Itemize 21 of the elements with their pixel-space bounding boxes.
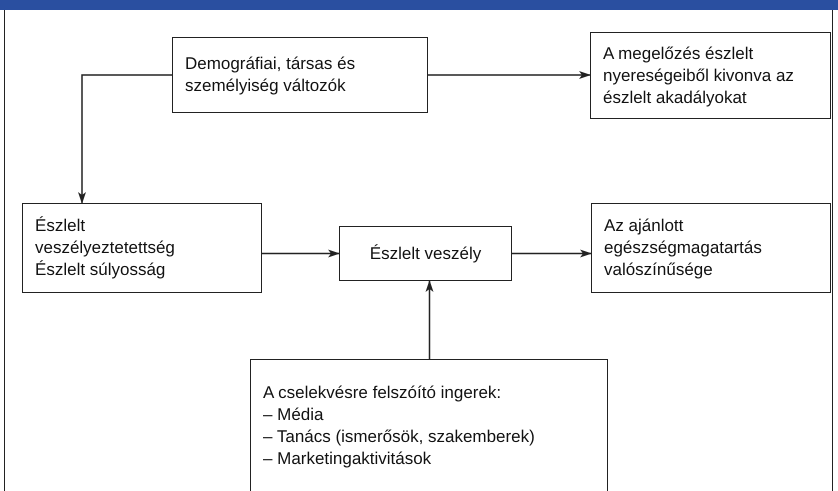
box-text: – Média	[263, 404, 324, 426]
arrow	[426, 280, 434, 359]
box-text: – Tanács (ismerősök, szakemberek)	[263, 426, 536, 448]
process-box	[590, 32, 831, 119]
process-box	[22, 203, 262, 293]
box-text: Az ajánlott egészségmagatartás valószínűsége	[604, 215, 763, 281]
box-text: Észlelt veszélyeztetettség	[35, 215, 176, 259]
arrow	[512, 250, 592, 258]
box-text: Demográfiai, társas és személyiség változók	[185, 53, 356, 97]
box-text: Észlelt veszély	[370, 242, 482, 264]
process-box	[591, 203, 831, 293]
arrow	[428, 71, 591, 79]
box-text: A cselekvésre felszóító ingerek:	[263, 382, 502, 404]
arrow	[262, 250, 340, 258]
process-box	[172, 37, 428, 113]
process-box	[339, 226, 512, 281]
arrow	[78, 74, 172, 204]
process-box	[250, 359, 608, 491]
box-text: Észlelt súlyosság	[35, 259, 166, 281]
box-text: – Marketingaktivitások	[263, 448, 432, 470]
box-text: A megelőzés észlelt nyereségeiből kivonva az észlelt akadályokat	[603, 42, 795, 108]
